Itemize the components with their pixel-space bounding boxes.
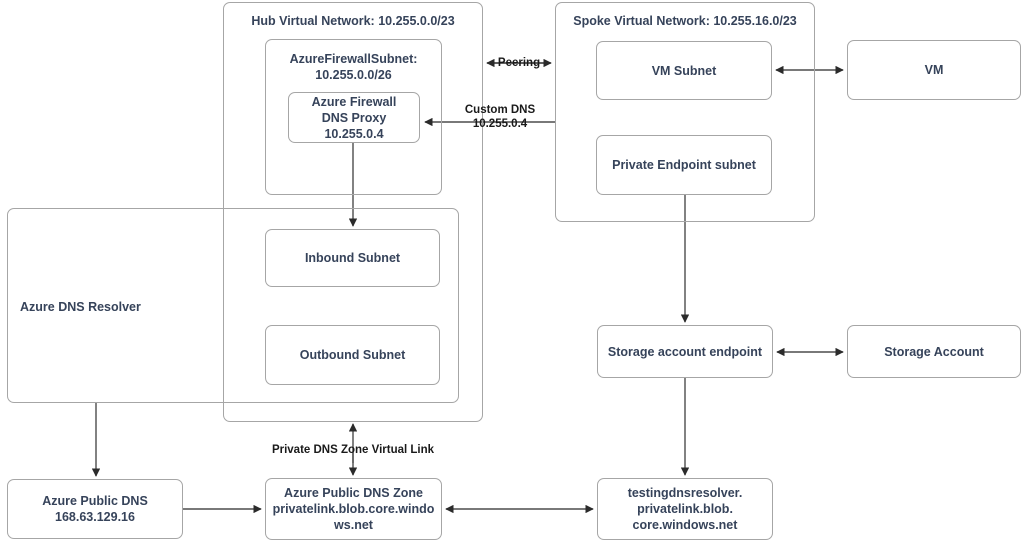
inbound-subnet[interactable]: Inbound Subnet: [265, 229, 440, 287]
outbound-subnet-label: Outbound Subnet: [299, 348, 406, 362]
peering-label: Peering: [497, 57, 541, 69]
private-dns-zone-virtual-link-label: Private DNS Zone Virtual Link: [271, 444, 435, 456]
testing-dns-resolver-line1: testingdnsresolver.: [627, 486, 743, 500]
azure-firewall-dns-proxy[interactable]: Azure Firewall DNS Proxy 10.255.0.4: [288, 92, 420, 143]
storage-account-label: Storage Account: [884, 344, 984, 359]
azure-public-dns-zone[interactable]: Azure Public DNS Zone privatelink.blob.c…: [265, 478, 442, 540]
azure-public-dns[interactable]: Azure Public DNS 168.63.129.16: [7, 479, 183, 539]
hub-virtual-network[interactable]: Hub Virtual Network: 10.255.0.0/23: [223, 2, 483, 422]
testing-dns-resolver-line3: core.windows.net: [632, 518, 738, 532]
testing-dns-resolver-record[interactable]: testingdnsresolver. privatelink.blob. co…: [597, 478, 773, 540]
testing-dns-resolver-line2: privatelink.blob.: [637, 502, 733, 516]
storage-account-endpoint[interactable]: Storage account endpoint: [597, 325, 773, 378]
outbound-subnet[interactable]: Outbound Subnet: [265, 325, 440, 385]
vm-subnet[interactable]: VM Subnet: [596, 41, 772, 100]
azure-public-dns-line2: 168.63.129.16: [55, 510, 135, 524]
inbound-subnet-label: Inbound Subnet: [304, 251, 401, 265]
azure-firewall-subnet-title-line2: 10.255.0.0/26: [315, 68, 392, 82]
azure-public-dns-line1: Azure Public DNS: [42, 494, 148, 508]
azure-firewall-subnet-title-line1: AzureFirewallSubnet:: [289, 52, 418, 66]
private-endpoint-subnet-label: Private Endpoint subnet: [612, 158, 756, 172]
custom-dns-label-line1: Custom DNS: [464, 104, 536, 116]
storage-account-endpoint-label: Storage account endpoint: [607, 344, 763, 359]
spoke-virtual-network-title: Spoke Virtual Network: 10.255.16.0/23: [573, 14, 797, 28]
azure-public-dns-zone-line2: privatelink.blob.core.windo: [272, 502, 435, 516]
azure-dns-resolver-title: Azure DNS Resolver: [20, 300, 141, 314]
azure-public-dns-zone-line3: ws.net: [334, 518, 373, 532]
hub-virtual-network-title: Hub Virtual Network: 10.255.0.0/23: [251, 14, 455, 28]
azure-dns-resolver[interactable]: [7, 208, 459, 403]
private-endpoint-subnet[interactable]: Private Endpoint subnet: [596, 135, 772, 195]
storage-account[interactable]: Storage Account: [847, 325, 1021, 378]
vm-subnet-label: VM Subnet: [651, 63, 717, 78]
azure-firewall-dns-proxy-line2: DNS Proxy: [321, 110, 387, 125]
azure-firewall-dns-proxy-line3: 10.255.0.4: [324, 126, 384, 141]
azure-public-dns-zone-line1: Azure Public DNS Zone: [284, 486, 423, 500]
vm-node[interactable]: VM: [847, 40, 1021, 100]
spoke-virtual-network[interactable]: Spoke Virtual Network: 10.255.16.0/23: [555, 2, 815, 222]
custom-dns-label-line2: 10.255.0.4: [472, 118, 528, 130]
azure-firewall-dns-proxy-line1: Azure Firewall: [311, 94, 397, 109]
azure-firewall-subnet[interactable]: AzureFirewallSubnet: 10.255.0.0/26: [265, 39, 442, 195]
vm-label: VM: [924, 63, 944, 77]
